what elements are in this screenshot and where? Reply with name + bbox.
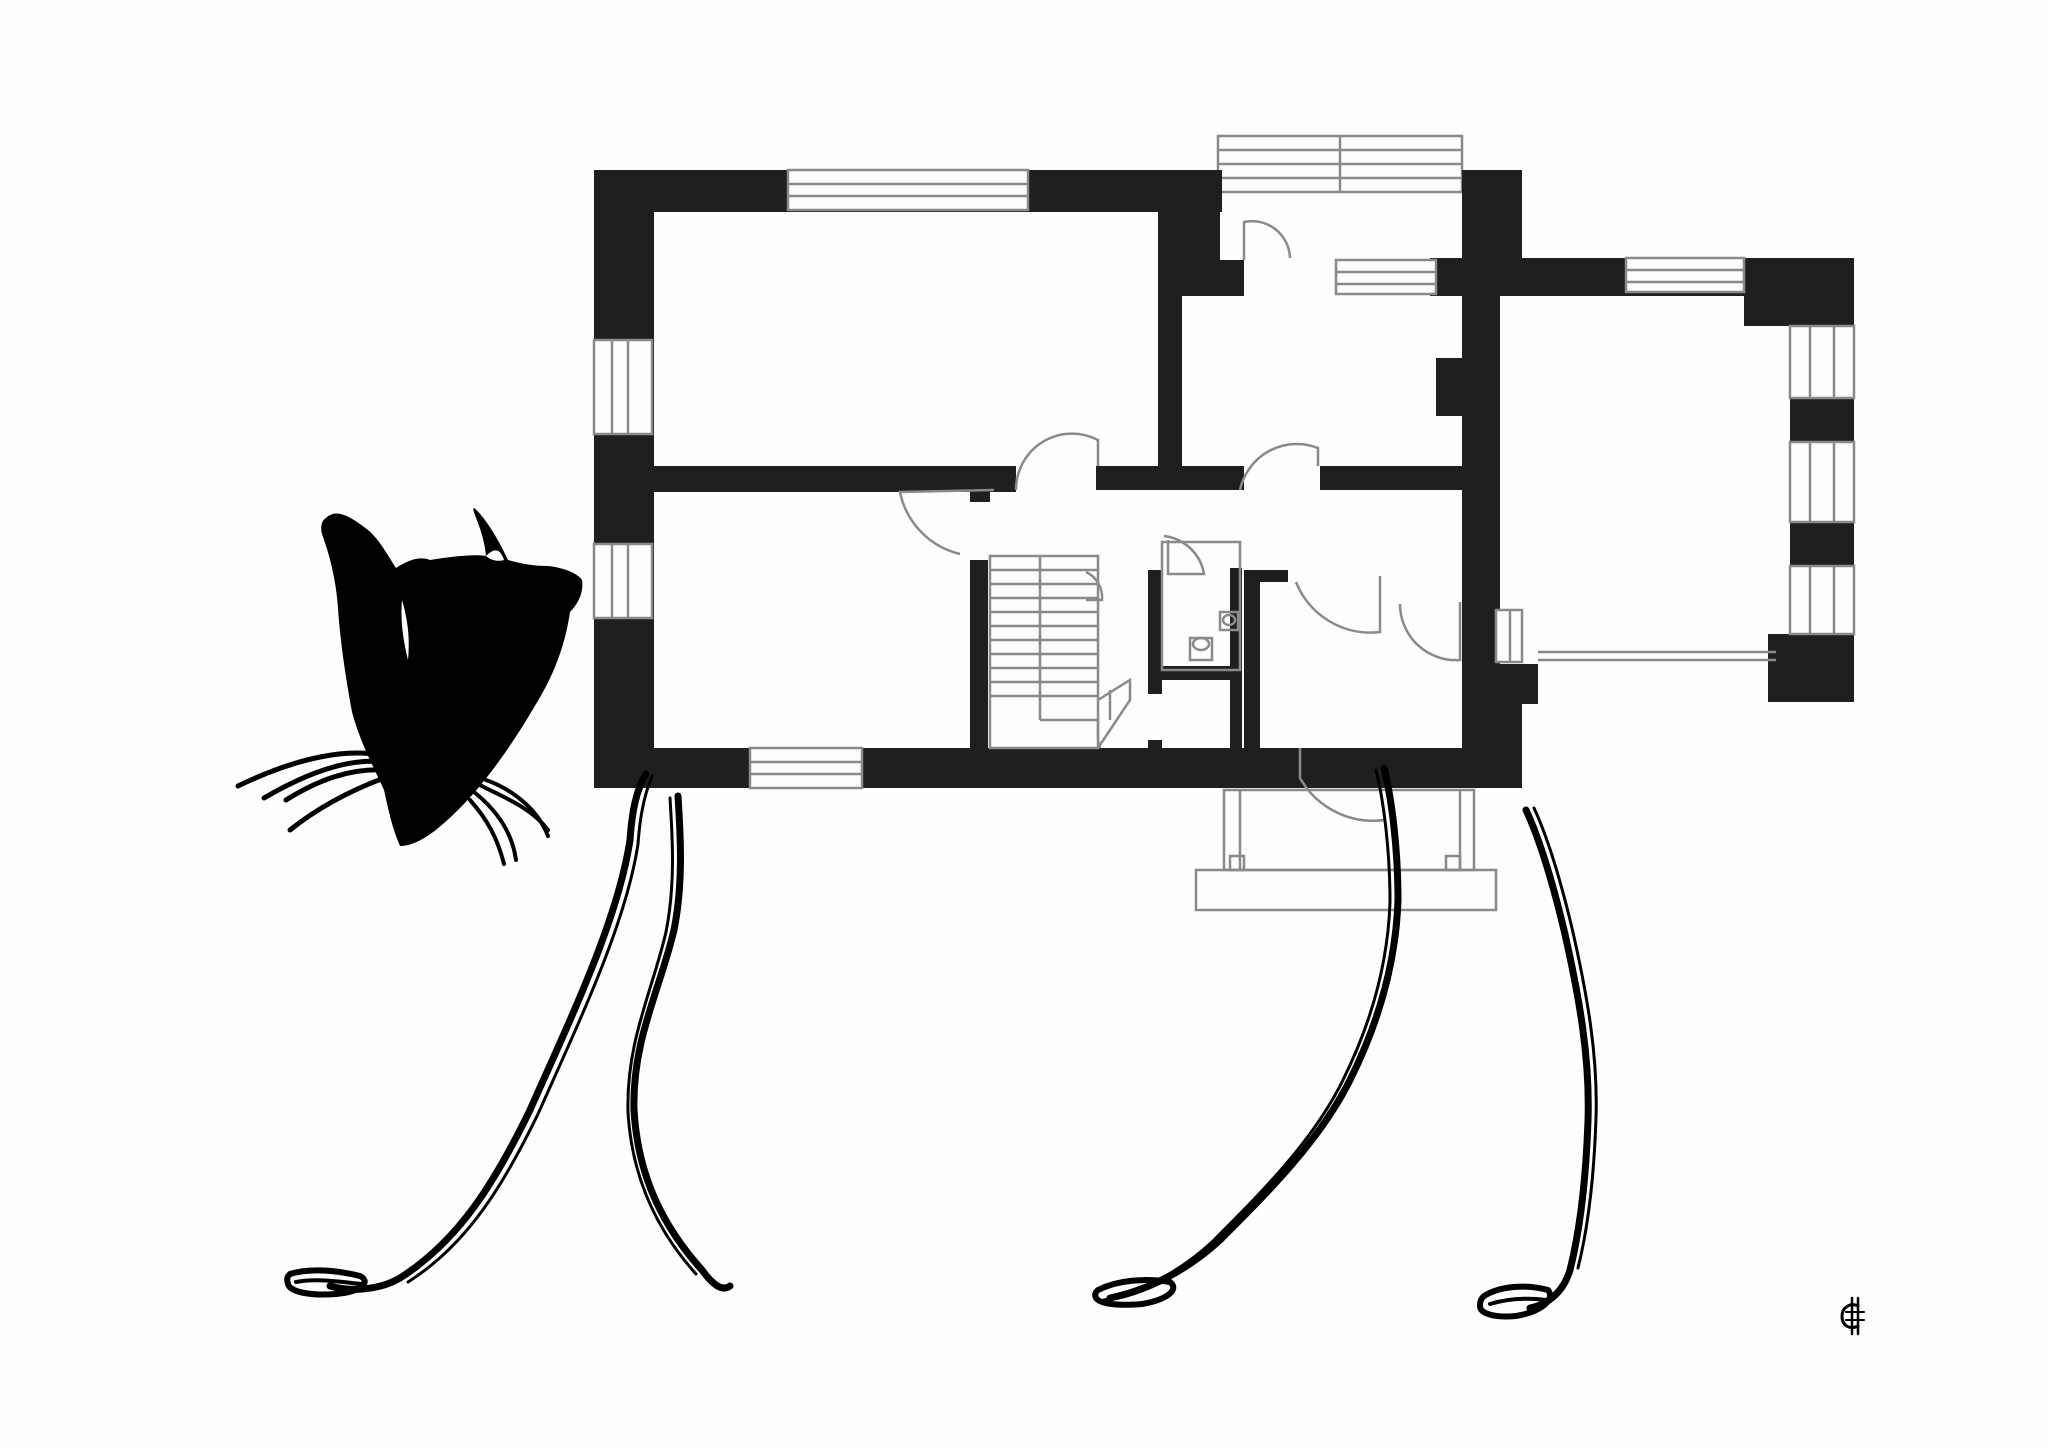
floor-plan	[592, 134, 1856, 912]
leg-back-left	[1092, 764, 1402, 1308]
leg-front-left	[284, 770, 654, 1298]
cat-legs	[284, 764, 1598, 1320]
top-terrace	[1216, 134, 1464, 194]
leg-back-right	[1477, 806, 1598, 1320]
leg-front-right	[626, 792, 734, 1292]
windows	[592, 168, 1856, 790]
interior-walls	[654, 212, 1462, 750]
cat-head-icon	[235, 508, 583, 866]
bottom-porch	[1194, 788, 1498, 912]
bathroom-fixtures	[1160, 540, 1242, 672]
artist-monogram-icon	[1840, 1296, 1865, 1336]
staircase	[988, 554, 1132, 750]
doors	[898, 219, 1462, 822]
